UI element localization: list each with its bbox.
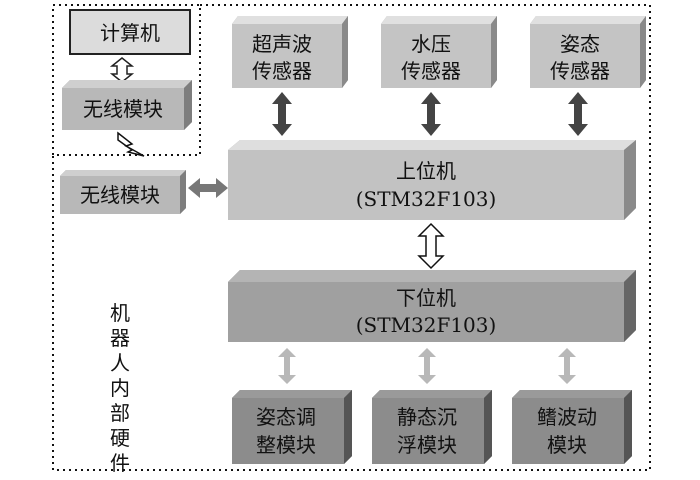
attitude-adjust-module-box: 姿态调 整模块 <box>232 390 352 464</box>
robot-internal-hardware-label: 机 器 人 内 部 硬 件 <box>110 301 130 475</box>
attitude-module-line1: 姿态调 <box>256 405 316 429</box>
attitude-sensor-line2: 传感器 <box>550 59 610 83</box>
fin-wave-module-box: 鳍波动 模块 <box>512 390 632 464</box>
attitude-sensor-box: 姿态 传感器 <box>530 16 646 88</box>
robot-boundary <box>52 4 651 471</box>
wireless-signal-icon <box>117 131 145 157</box>
static-buoyancy-module-box: 静态沉 浮模块 <box>372 390 492 464</box>
water-pressure-sensor-line1: 水压 <box>411 32 451 56</box>
pressure-upper-arrow <box>421 92 441 136</box>
robot-label-char: 件 <box>110 451 130 475</box>
lower-controller-box: 下位机 (STM32F103) <box>228 270 636 342</box>
lower-controller-title: 下位机 <box>396 286 456 310</box>
lower-attitude-module-arrow <box>278 348 296 384</box>
upper-controller-title: 上位机 <box>396 159 456 183</box>
water-pressure-sensor-line2: 传感器 <box>401 59 461 83</box>
robot-label-char: 器 <box>110 326 130 350</box>
external-boundary <box>52 4 201 156</box>
lower-controller-chip: (STM32F103) <box>356 313 497 337</box>
water-pressure-sensor-box: 水压 传感器 <box>381 16 497 88</box>
upper-controller-chip: (STM32F103) <box>356 187 497 211</box>
buoyancy-module-line1: 静态沉 <box>397 405 457 429</box>
attitude-sensor-line1: 姿态 <box>560 32 600 56</box>
lower-fin-module-arrow <box>558 348 576 384</box>
robot-label-char: 内 <box>110 376 130 400</box>
ultrasonic-sensor-line1: 超声波 <box>252 32 312 56</box>
robot-label-char: 人 <box>110 351 130 375</box>
attitude-upper-arrow <box>568 92 588 136</box>
ultrasonic-upper-arrow <box>272 92 292 136</box>
robot-label-char: 硬 <box>110 426 130 450</box>
computer-box: 计算机 <box>69 9 191 55</box>
wireless-external-box: 无线模块 <box>62 80 192 130</box>
wireless-internal-label: 无线模块 <box>80 183 160 207</box>
computer-wireless-arrow <box>109 57 135 83</box>
lower-buoyancy-module-arrow <box>418 348 436 384</box>
wireless-external-label: 无线模块 <box>83 97 163 121</box>
wireless-internal-box: 无线模块 <box>60 170 186 214</box>
ultrasonic-sensor-line2: 传感器 <box>252 59 312 83</box>
wireless-upper-arrow <box>188 178 228 198</box>
upper-lower-arrow <box>417 222 445 270</box>
robot-label-char: 部 <box>110 401 130 425</box>
robot-label-char: 机 <box>110 301 130 325</box>
fin-module-line2: 模块 <box>547 433 587 457</box>
upper-controller-box: 上位机 (STM32F103) <box>228 140 636 220</box>
fin-module-line1: 鳍波动 <box>537 405 597 429</box>
buoyancy-module-line2: 浮模块 <box>397 433 457 457</box>
computer-label: 计算机 <box>100 21 160 45</box>
ultrasonic-sensor-box: 超声波 传感器 <box>232 16 348 88</box>
attitude-module-line2: 整模块 <box>256 433 316 457</box>
